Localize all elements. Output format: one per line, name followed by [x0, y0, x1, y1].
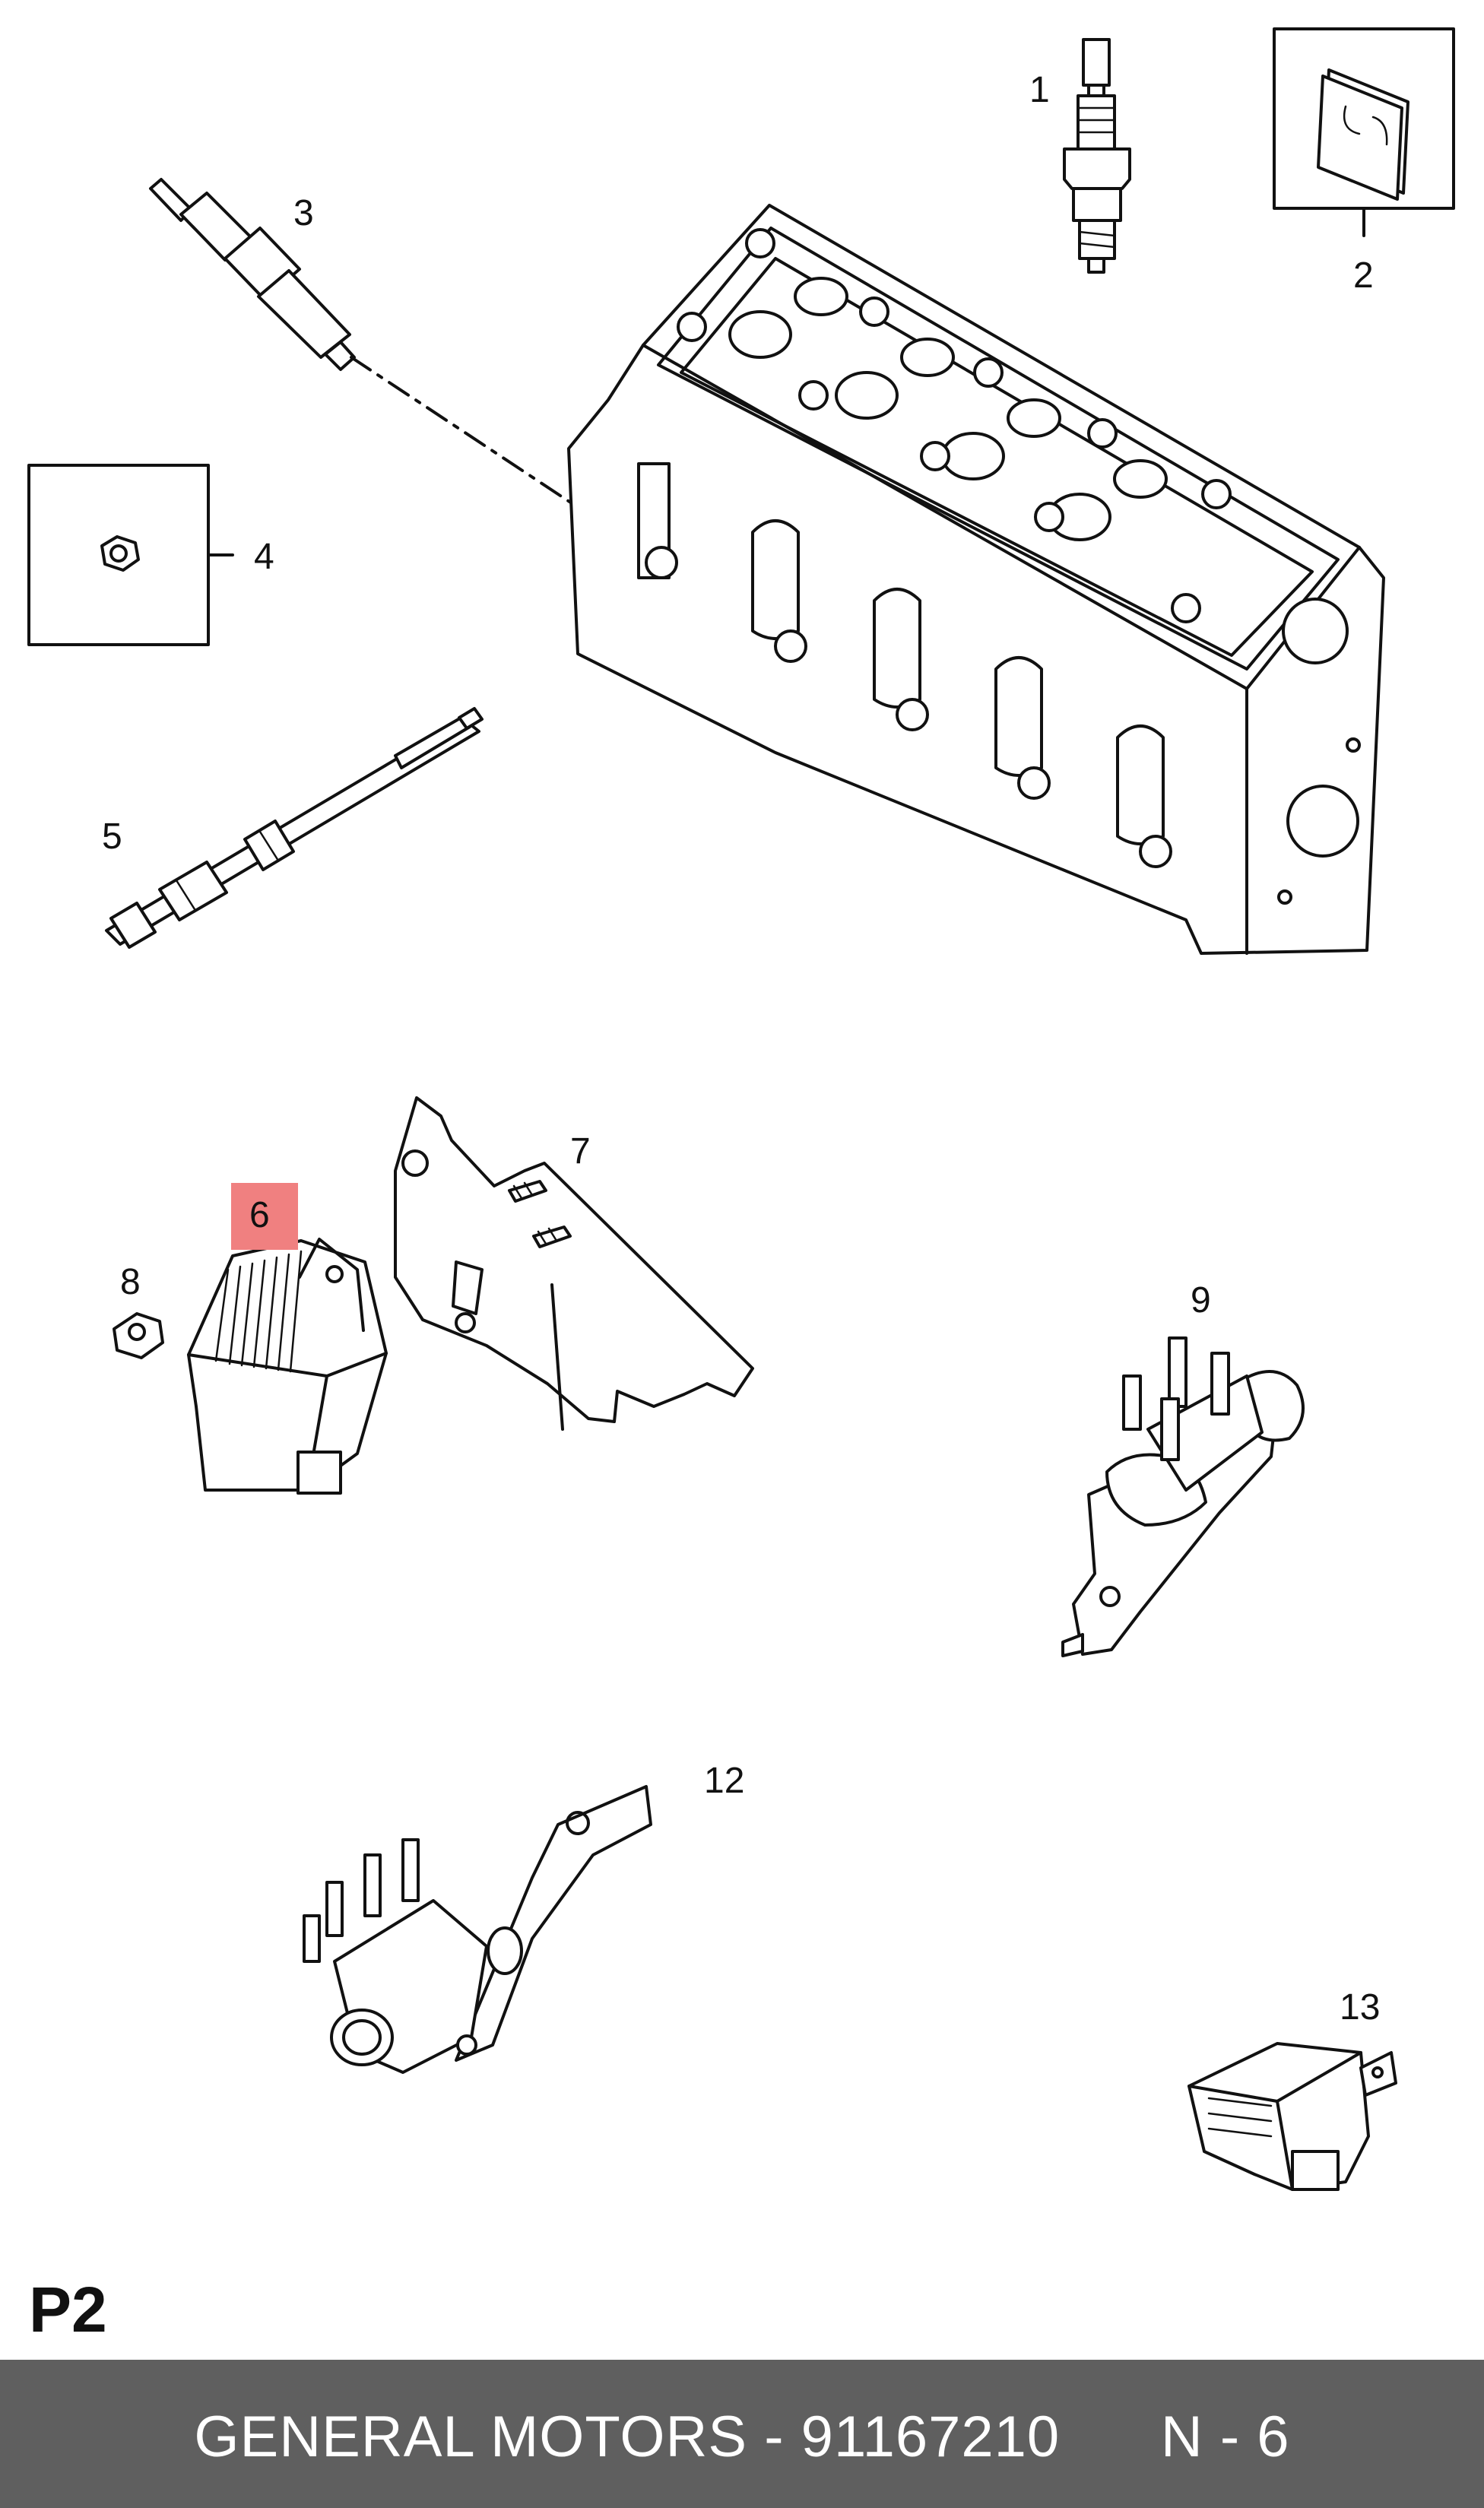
- part-12-coolant-flange-bracket[interactable]: [303, 1785, 652, 2074]
- callout-8: 8: [120, 1262, 141, 1302]
- callout-3: 3: [293, 193, 314, 233]
- callout-5: 5: [102, 816, 122, 857]
- callout-9: 9: [1191, 1280, 1211, 1321]
- footer-ref: N - 6: [1160, 2405, 1290, 2469]
- part-5-glow-plug[interactable]: [105, 707, 484, 949]
- callout-12: 12: [704, 1761, 744, 1801]
- footer-separator: -: [764, 2405, 785, 2469]
- part-13-control-unit[interactable]: [1188, 2042, 1397, 2191]
- parts-diagram: 1 2 3 4 5 6 7 8 9 12 13: [27, 27, 1455, 2191]
- part-6-control-unit[interactable]: [187, 1238, 388, 1495]
- page-code: P2: [29, 2274, 107, 2345]
- part-1-spark-plug[interactable]: [1063, 38, 1131, 274]
- cylinder-head-assembly: [567, 204, 1385, 955]
- footer-text: GENERAL MOTORS - 91167210 N - 6: [0, 2404, 1484, 2470]
- callout-6-highlight: [231, 1183, 298, 1250]
- part-7-bracket[interactable]: [394, 1096, 754, 1431]
- footer-brand: GENERAL MOTORS: [194, 2405, 748, 2469]
- part-9-coolant-flange[interactable]: [1061, 1336, 1305, 1657]
- callout-2: 2: [1353, 255, 1374, 296]
- callout-6: 6: [249, 1195, 270, 1235]
- part-4-nut[interactable]: [27, 464, 234, 646]
- callout-1: 1: [1029, 70, 1050, 110]
- callout-7: 7: [570, 1131, 591, 1172]
- part-2-gasket[interactable]: [1273, 27, 1455, 237]
- callout-4: 4: [254, 537, 274, 577]
- footer-bar: GENERAL MOTORS - 91167210 N - 6: [0, 2360, 1484, 2508]
- part-8-nut[interactable]: [113, 1312, 164, 1359]
- callout-13: 13: [1340, 1987, 1380, 2028]
- footer-part-number: 91167210: [801, 2405, 1061, 2469]
